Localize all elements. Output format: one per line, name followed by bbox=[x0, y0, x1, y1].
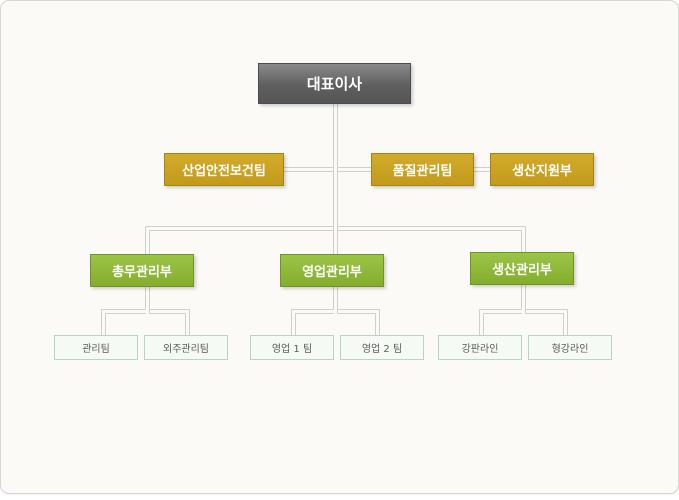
production-support-dept-box: 생산지원부 bbox=[490, 153, 594, 186]
quality-control-team-label: 품질관리팀 bbox=[392, 164, 453, 179]
sales-management-dept-label: 영업관리부 bbox=[302, 265, 362, 280]
production-support-dept-label: 생산지원부 bbox=[512, 164, 572, 179]
sales-team-1-box: 영업 1 팀 bbox=[250, 335, 334, 360]
production-management-dept-label: 생산관리부 bbox=[492, 263, 552, 278]
sales-team-2-box: 영업 2 팀 bbox=[340, 335, 424, 360]
steel-plate-line-box: 강판라인 bbox=[438, 335, 522, 360]
sales-management-dept-box: 영업관리부 bbox=[280, 254, 384, 287]
outsourcing-management-team-box: 외주관리팀 bbox=[144, 335, 228, 360]
safety-health-team-box: 산업안전보건팀 bbox=[164, 153, 284, 186]
production-management-dept-box: 생산관리부 bbox=[470, 252, 574, 285]
steel-plate-line-label: 강판라인 bbox=[461, 344, 499, 355]
ceo-label: 대표이사 bbox=[306, 75, 363, 93]
safety-health-team-label: 산업안전보건팀 bbox=[182, 164, 266, 179]
sales-team-1-label: 영업 1 팀 bbox=[271, 344, 313, 355]
ceo-box: 대표이사 bbox=[258, 63, 411, 104]
section-steel-line-box: 형강라인 bbox=[528, 335, 612, 360]
general-affairs-dept-box: 총무관리부 bbox=[90, 254, 194, 287]
sales-team-2-label: 영업 2 팀 bbox=[361, 344, 403, 355]
quality-control-team-box: 품질관리팀 bbox=[371, 153, 474, 186]
management-team-box: 관리팀 bbox=[54, 335, 138, 360]
management-team-label: 관리팀 bbox=[82, 344, 110, 355]
general-affairs-dept-label: 총무관리부 bbox=[112, 265, 172, 280]
section-steel-line-label: 형강라인 bbox=[551, 344, 589, 355]
outsourcing-management-team-label: 외주관리팀 bbox=[163, 344, 209, 355]
